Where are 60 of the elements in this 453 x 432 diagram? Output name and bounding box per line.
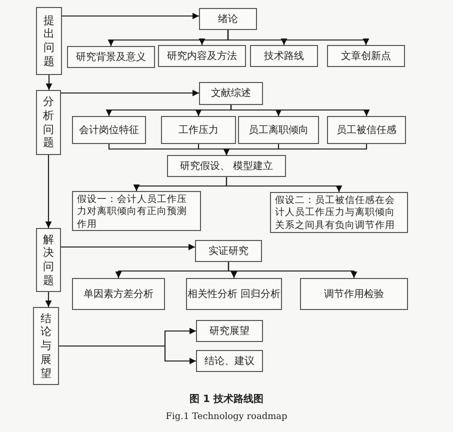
box-text: 文献综述: [211, 87, 251, 100]
process-box: [327, 45, 405, 67]
process-box: [196, 350, 263, 372]
box-text: 假设二：员工被信任感在会计人员工作压力与离职倾向关系之间具有负向调节作用: [275, 195, 396, 232]
stage-box: [36, 228, 61, 292]
box-text: 工作压力: [178, 124, 218, 136]
box-text: 解决问题: [43, 232, 54, 288]
box-text: 绪论: [218, 12, 238, 26]
process-box: [167, 155, 286, 177]
box-text: 研究内容及方法: [167, 50, 237, 62]
box-text: 员工被信任感: [336, 124, 396, 136]
process-box: [199, 82, 263, 105]
process-box: [161, 116, 236, 144]
box-text: 调节作用检验: [324, 288, 384, 300]
box-text: 会计岗位特征: [79, 124, 139, 136]
box-text: 分析问题: [43, 95, 54, 150]
process-box: [300, 278, 408, 310]
arrow: [226, 177, 342, 192]
stage-box: [36, 90, 61, 155]
box-text: 假设一：会计人员工作压力对离职倾向有正向预测作用: [77, 194, 188, 232]
arrow: [45, 155, 52, 228]
process-box: [195, 240, 262, 262]
process-box: [72, 191, 201, 231]
figure-caption: Fig.1 Technology roadmap: [166, 412, 288, 422]
box-text: 文章创新点: [341, 50, 391, 62]
arrow: [228, 262, 358, 278]
arrow: [46, 75, 52, 90]
arrow: [59, 345, 196, 364]
box-text: 技术路线: [264, 50, 304, 62]
box-text: 研究背景及意义: [76, 50, 146, 64]
box-text: 相关性分析 回归分析: [187, 288, 281, 300]
process-box: [238, 116, 319, 144]
box-text: 提出问题: [44, 14, 54, 68]
figure-caption: 图 1 技术路线图: [190, 394, 264, 405]
arrow: [223, 144, 368, 155]
box-text: 员工离职倾向: [248, 124, 308, 136]
box-text: 结论、建议: [204, 354, 254, 368]
process-box: [196, 320, 263, 342]
process-box: [327, 116, 406, 144]
process-box: [72, 116, 146, 144]
box-text: 研究假设、 模型建立: [180, 160, 274, 172]
process-box: [72, 278, 165, 310]
process-box: [158, 45, 246, 67]
process-box: [67, 46, 155, 68]
arrow: [61, 244, 195, 250]
arrow: [227, 30, 370, 45]
process-box: [199, 8, 257, 30]
box-text: 实证研究: [208, 244, 248, 258]
box-text: 单因素方差分析: [84, 288, 154, 300]
arrow: [61, 90, 199, 96]
process-box: [186, 278, 282, 310]
box-text: 结论与展望: [40, 312, 52, 380]
stage-box: [36, 7, 62, 75]
arrow: [62, 12, 199, 20]
process-box: [250, 45, 318, 67]
process-box: [270, 192, 408, 233]
box-text: 研究展望: [210, 324, 250, 338]
arrow: [230, 105, 370, 116]
arrow: [45, 292, 52, 307]
stage-box: [33, 307, 59, 385]
